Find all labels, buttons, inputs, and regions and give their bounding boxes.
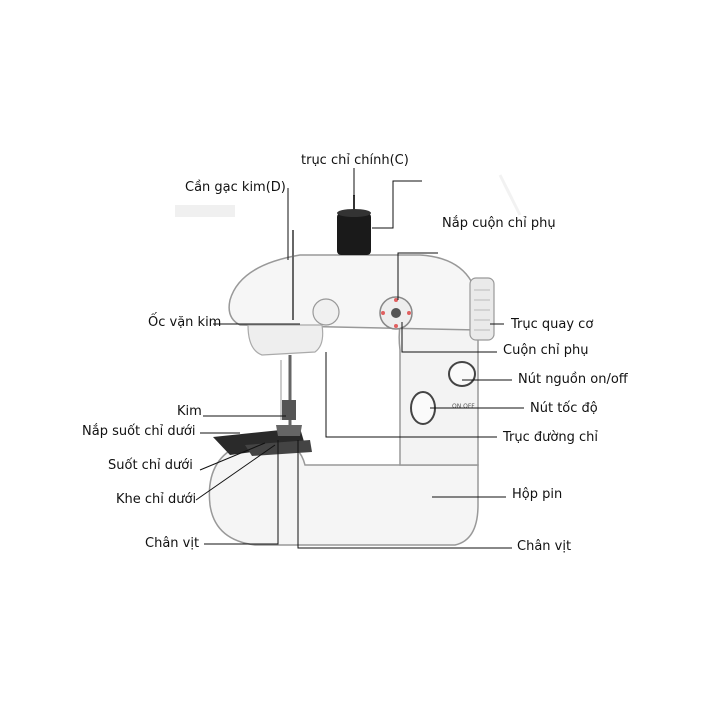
label-oc-van-kim: Ốc vặn kim — [148, 315, 222, 330]
leader-truc-duong-chi — [325, 352, 497, 438]
leader-chan-vit-right — [297, 440, 512, 549]
watermark-stroke — [498, 174, 522, 216]
machine-arm — [228, 254, 479, 331]
leader-chan-vit-left — [204, 440, 279, 545]
svg-text:ON OFF: ON OFF — [452, 403, 475, 410]
presser-foot — [276, 425, 302, 436]
tension-knob — [312, 298, 340, 326]
label-nap-cuon-chi-phu: Nắp cuộn chỉ phụ — [442, 216, 556, 231]
label-truc-duong-chi: Trục đường chỉ — [503, 430, 598, 445]
label-nap-suot-chi-duoi: Nắp suốt chỉ dưới — [82, 424, 196, 439]
watermark-mark — [175, 205, 235, 217]
label-chan-vit-right: Chân vịt — [517, 539, 572, 554]
leader-suot-chi-duoi — [199, 442, 266, 471]
machine-head — [247, 324, 324, 356]
leader-cuon-chi-phu — [401, 322, 497, 353]
leader-nap-cuon-chi-phu-2 — [397, 252, 438, 300]
label-can-gac-kim: Cần gạc kim(D) — [185, 180, 286, 195]
label-hop-pin: Hộp pin — [512, 487, 563, 502]
power-button — [448, 361, 476, 387]
label-nut-toc-do: Nút tốc độ — [530, 401, 598, 416]
machine-base — [208, 439, 479, 546]
label-khe-chi-duoi: Khe chỉ dưới — [116, 492, 197, 507]
label-truc-chi-chinh: trục chỉ chính(C) — [301, 153, 409, 168]
label-kim: Kim — [177, 404, 202, 419]
leader-nap-cuon-chi-phu — [372, 180, 422, 229]
label-suot-chi-duoi: Suốt chỉ dưới — [108, 458, 193, 473]
thread-spool — [337, 213, 371, 255]
label-chan-vit-left: Chân vịt — [145, 536, 200, 551]
presser-foot-clamp — [282, 400, 296, 420]
label-cuon-chi-phu: Cuộn chỉ phụ — [503, 343, 589, 358]
hand-wheel — [469, 277, 495, 341]
leader-lines — [195, 168, 524, 549]
label-nut-nguon: Nút nguồn on/off — [518, 372, 628, 387]
label-truc-quay-co: Trục quay cơ — [511, 317, 594, 332]
leader-khe-chi-duoi — [195, 444, 276, 501]
